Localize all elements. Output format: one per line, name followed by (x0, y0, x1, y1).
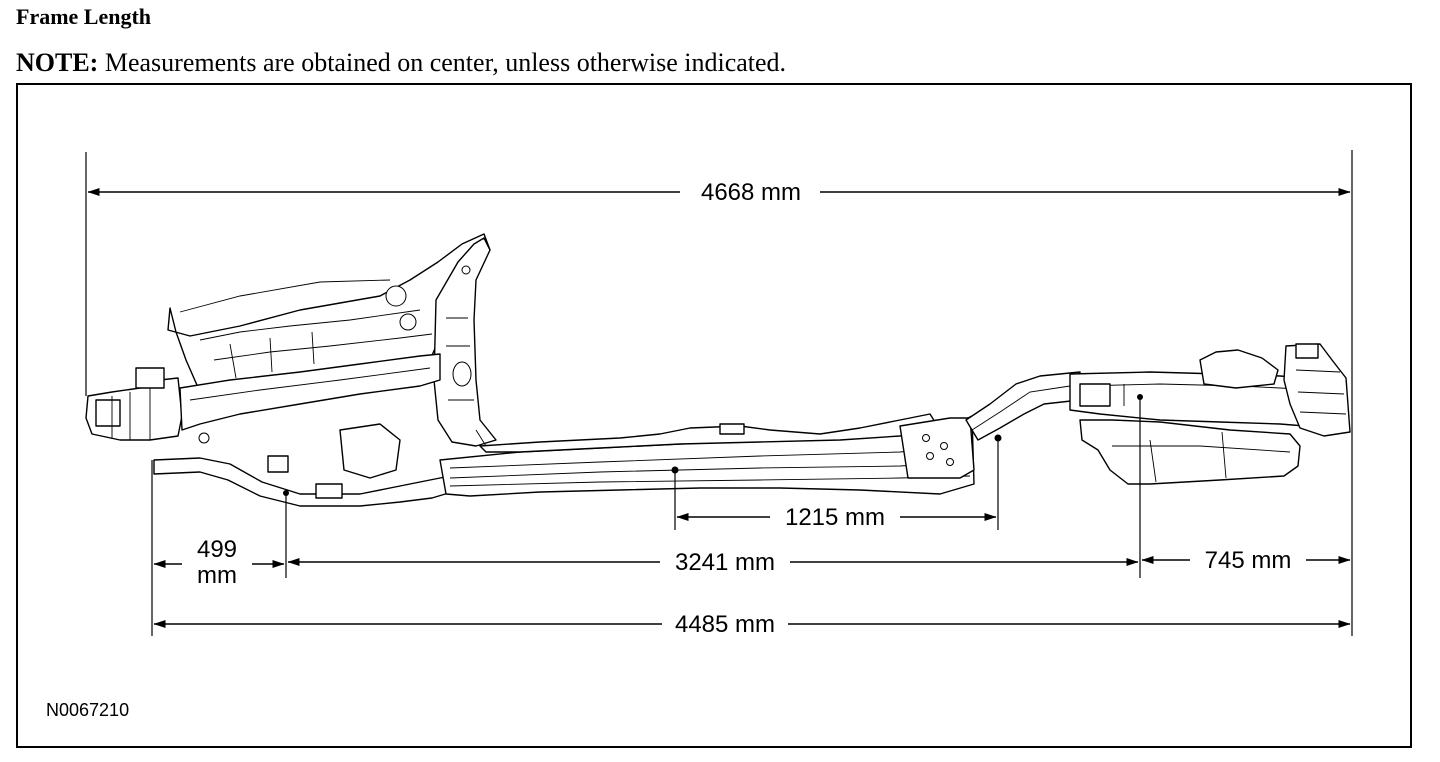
floor-pan-edge (479, 413, 941, 453)
rear-reference-point (1137, 394, 1143, 400)
kick-up-reference-point (994, 434, 1002, 442)
torque-box-hole-4 (946, 458, 954, 466)
rear-bumper-ribs (1295, 369, 1347, 415)
middle-reference-point (671, 466, 679, 474)
front-lower-mount (315, 483, 343, 499)
note-text: NOTE: Measurements are obtained on cente… (16, 48, 786, 78)
wheelbase-label: 3241 mm (675, 549, 775, 576)
vehicle-frame-illustration (85, 233, 1351, 507)
apron-crease-2 (213, 333, 433, 361)
fuel-tank-straps (1149, 431, 1227, 483)
rear-overhang-label: 745 mm (1205, 547, 1292, 574)
rear-section-label: 1215 mm (785, 504, 885, 531)
extension-lines (85, 150, 1353, 636)
rear-rail-edge (1079, 383, 1321, 391)
page-title: Frame Length (16, 4, 152, 29)
pillar-bolt (461, 265, 471, 275)
torque-box-hole-2 (940, 442, 948, 450)
overall-length-label: 4668 mm (701, 179, 801, 206)
fuel-tank-seam (1112, 445, 1291, 453)
rear-bumper-bracket (1295, 343, 1319, 359)
rear-kick-up (965, 371, 1081, 441)
rear-bumper-structure (1283, 343, 1351, 437)
rear-upper-mount (1199, 349, 1279, 389)
front-reference-point (283, 490, 289, 496)
front-bumper-ribs (111, 388, 151, 440)
apron-crease-1 (199, 309, 421, 341)
note-body: Measurements are obtained on center, unl… (104, 48, 787, 77)
apron-top-edge (179, 279, 391, 313)
apron-ribs (229, 331, 315, 379)
kick-up-edge (971, 385, 1071, 431)
floor-bracket (719, 423, 745, 435)
front-overhang-value-label: 499 (197, 536, 237, 563)
front-mount (135, 367, 165, 389)
fuel-tank (1079, 419, 1301, 485)
figure-frame (16, 83, 1412, 748)
rear-rail-bracket (1079, 383, 1111, 407)
front-overhang-unit-label: mm (197, 562, 237, 589)
hinge-pillar (433, 237, 497, 447)
pillar-hole (452, 361, 472, 387)
dimension-labels: 4668 mm 1215 mm 499 mm 3241 mm 745 mm 44… (197, 179, 1291, 638)
front-frame-rail (179, 353, 441, 431)
front-rail-bolt (198, 432, 210, 444)
front-lower-rail (153, 457, 453, 507)
dimension-lines (87, 188, 1351, 628)
torque-box-hole-1 (922, 434, 930, 442)
note-label: NOTE: (16, 48, 99, 77)
figure-id: N0067210 (46, 700, 129, 720)
shock-tower-hole-1 (385, 285, 407, 307)
rear-rail-ribs (1109, 384, 1125, 406)
front-bracket (95, 399, 121, 427)
rear-torque-box (899, 417, 975, 479)
front-cross-gusset (339, 423, 401, 479)
front-rail-edge (189, 367, 431, 401)
shock-tower-hole-2 (399, 313, 417, 331)
torque-box-hole-3 (926, 452, 934, 460)
front-lower-bracket (267, 455, 289, 473)
frame-length-label: 4485 mm (675, 611, 775, 638)
pillar-ribs (446, 317, 474, 401)
